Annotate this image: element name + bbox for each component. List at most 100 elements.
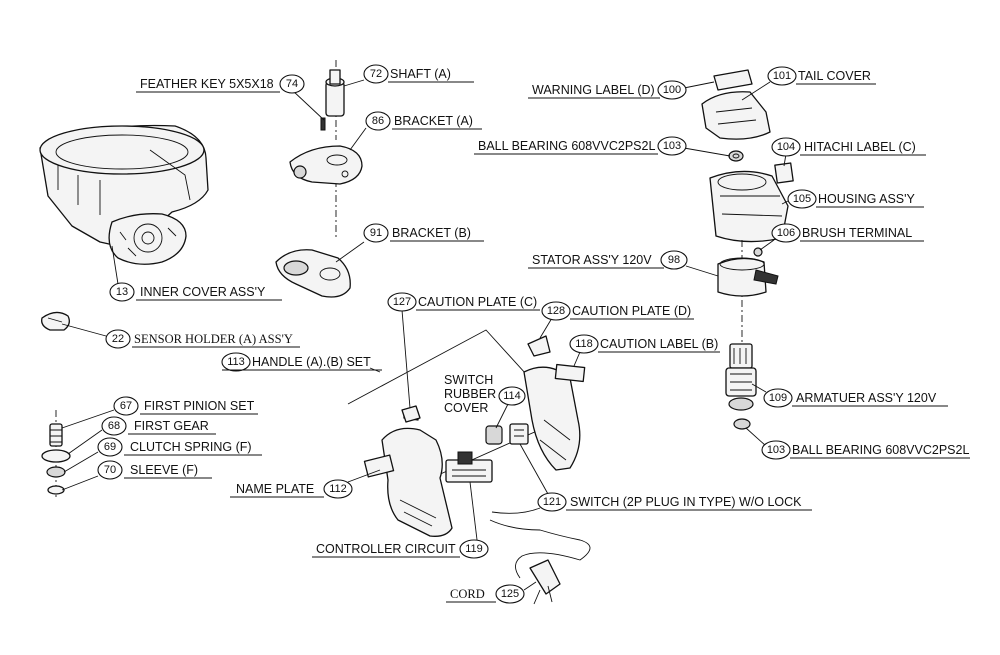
callout-label: CAUTION LABEL (B) bbox=[600, 337, 718, 351]
callout-121: 121 SWITCH (2P PLUG IN TYPE) W/O LOCK bbox=[519, 443, 812, 512]
callout-label: CONTROLLER CIRCUIT bbox=[316, 542, 456, 556]
callout-number: 112 bbox=[329, 483, 347, 495]
callout-22: 22 SENSOR HOLDER (A) ASS'Y bbox=[61, 323, 300, 349]
switch-cover-line-1: SWITCH bbox=[444, 373, 493, 387]
part-pinion-stack bbox=[41, 410, 71, 500]
callout-label: ARMATUER ASS'Y 120V bbox=[796, 391, 937, 405]
callout-128: 128 CAUTION PLATE (D) bbox=[539, 301, 694, 339]
callout-label: BALL BEARING 608VVC2PS2L bbox=[478, 139, 655, 153]
callout-label: BRACKET (A) bbox=[394, 114, 473, 128]
part-sensor-holder bbox=[41, 311, 70, 331]
callout-number: 109 bbox=[769, 392, 787, 404]
callout-label: STATOR ASS'Y 120V bbox=[532, 253, 652, 267]
switch-cover-line-3: COVER bbox=[444, 401, 488, 415]
callout-112: NAME PLATE 112 bbox=[230, 469, 381, 499]
callout-number: 121 bbox=[543, 496, 561, 508]
callout-101: 101 TAIL COVER bbox=[741, 66, 876, 101]
callout-number: 13 bbox=[116, 286, 128, 298]
callout-number: 86 bbox=[372, 115, 384, 127]
callout-number: 118 bbox=[575, 338, 593, 350]
callout-105: 105 HOUSING ASS'Y bbox=[781, 189, 924, 209]
callout-number: 70 bbox=[104, 464, 116, 476]
callout-label: FIRST PINION SET bbox=[144, 399, 255, 413]
part-bracket-a bbox=[289, 145, 363, 185]
callout-label: CLUTCH SPRING (F) bbox=[130, 440, 252, 454]
callout-label: WARNING LABEL (D) bbox=[532, 83, 655, 97]
callout-127: 127 CAUTION PLATE (C) bbox=[387, 292, 540, 409]
callout-number: 104 bbox=[777, 141, 795, 153]
callout-119: CONTROLLER CIRCUIT 119 bbox=[312, 539, 489, 559]
part-shaft bbox=[320, 60, 345, 240]
callout-label: BALL BEARING 608VVC2PS2L bbox=[792, 443, 969, 457]
callout-100: WARNING LABEL (D) 100 bbox=[528, 80, 715, 100]
callout-125: CORD 125 bbox=[446, 581, 537, 604]
callout-number: 103 bbox=[663, 140, 681, 152]
callout-number: 114 bbox=[503, 390, 521, 402]
callout-label: HANDLE (A).(B) SET bbox=[252, 355, 371, 369]
callout-number: 119 bbox=[465, 543, 483, 555]
callout-number: 113 bbox=[227, 356, 245, 368]
callout-number: 91 bbox=[370, 227, 382, 239]
part-inner-cover bbox=[39, 124, 209, 265]
callout-label: NAME PLATE bbox=[236, 482, 314, 496]
part-bracket-b bbox=[275, 249, 351, 298]
callout-number: 100 bbox=[663, 84, 681, 96]
part-housing bbox=[709, 162, 794, 243]
callout-70: 70 SLEEVE (F) bbox=[61, 460, 212, 491]
callout-number: 101 bbox=[773, 70, 791, 82]
callout-69: 69 CLUTCH SPRING (F) bbox=[63, 437, 262, 473]
callout-74: FEATHER KEY 5X5X18 74 bbox=[136, 74, 325, 121]
callout-number: 128 bbox=[547, 305, 565, 317]
part-bearing-top bbox=[728, 150, 744, 162]
callout-label: CAUTION PLATE (C) bbox=[418, 295, 537, 309]
callout-103-bottom: 103 BALL BEARING 608VVC2PS2L bbox=[745, 427, 970, 460]
part-switch bbox=[485, 423, 529, 445]
callout-number: 72 bbox=[370, 68, 382, 80]
callout-label: FIRST GEAR bbox=[134, 419, 209, 433]
callout-68: 68 FIRST GEAR bbox=[67, 416, 216, 455]
callout-label: BRACKET (B) bbox=[392, 226, 471, 240]
callout-103-top: BALL BEARING 608VVC2PS2L 103 bbox=[474, 136, 731, 157]
callout-label: HITACHI LABEL (C) bbox=[804, 140, 916, 154]
callout-13: 13 INNER COVER ASS'Y bbox=[109, 245, 282, 302]
callout-label: FEATHER KEY 5X5X18 bbox=[140, 77, 274, 91]
callout-label: SHAFT (A) bbox=[390, 67, 451, 81]
callout-number: 67 bbox=[120, 400, 132, 412]
callout-109: 109 ARMATUER ASS'Y 120V bbox=[751, 383, 948, 408]
callout-number: 125 bbox=[501, 588, 519, 600]
part-handle-b bbox=[401, 335, 586, 471]
callout-number: 74 bbox=[286, 78, 298, 90]
callout-number: 22 bbox=[112, 333, 124, 345]
callout-number: 68 bbox=[108, 420, 120, 432]
callout-114: SWITCH RUBBER COVER 114 bbox=[444, 373, 526, 429]
callout-label: BRUSH TERMINAL bbox=[802, 226, 912, 240]
part-stator bbox=[717, 240, 779, 350]
callout-67: 67 FIRST PINION SET bbox=[61, 396, 258, 429]
part-armature bbox=[725, 343, 757, 430]
callout-number: 98 bbox=[668, 254, 680, 266]
callout-label: SWITCH (2P PLUG IN TYPE) W/O LOCK bbox=[570, 495, 802, 509]
callout-number: 103 bbox=[767, 444, 785, 456]
part-handle-a bbox=[363, 409, 453, 537]
callout-label: SENSOR HOLDER (A) ASS'Y bbox=[134, 332, 293, 346]
callout-label: CORD bbox=[450, 587, 485, 601]
switch-cover-line-2: RUBBER bbox=[444, 387, 496, 401]
part-controller-circuit bbox=[445, 451, 493, 549]
callout-number: 105 bbox=[793, 193, 811, 205]
callout-98: STATOR ASS'Y 120V 98 bbox=[528, 250, 719, 277]
callout-113: 113 HANDLE (A).(B) SET bbox=[221, 352, 382, 373]
callout-label: INNER COVER ASS'Y bbox=[140, 285, 266, 299]
callout-label: CAUTION PLATE (D) bbox=[572, 304, 691, 318]
callout-91: 91 BRACKET (B) bbox=[335, 223, 484, 263]
callout-number: 106 bbox=[777, 227, 795, 239]
callout-72: 72 SHAFT (A) bbox=[343, 64, 474, 87]
callout-number: 127 bbox=[393, 296, 411, 308]
callout-104: 104 HITACHI LABEL (C) bbox=[771, 137, 926, 167]
callout-label: HOUSING ASS'Y bbox=[818, 192, 916, 206]
callout-86: 86 BRACKET (A) bbox=[349, 111, 482, 151]
callout-label: TAIL COVER bbox=[798, 69, 871, 83]
part-cord bbox=[489, 507, 591, 605]
part-tail-cover bbox=[701, 69, 771, 140]
callout-106: 106 BRUSH TERMINAL bbox=[759, 223, 924, 251]
